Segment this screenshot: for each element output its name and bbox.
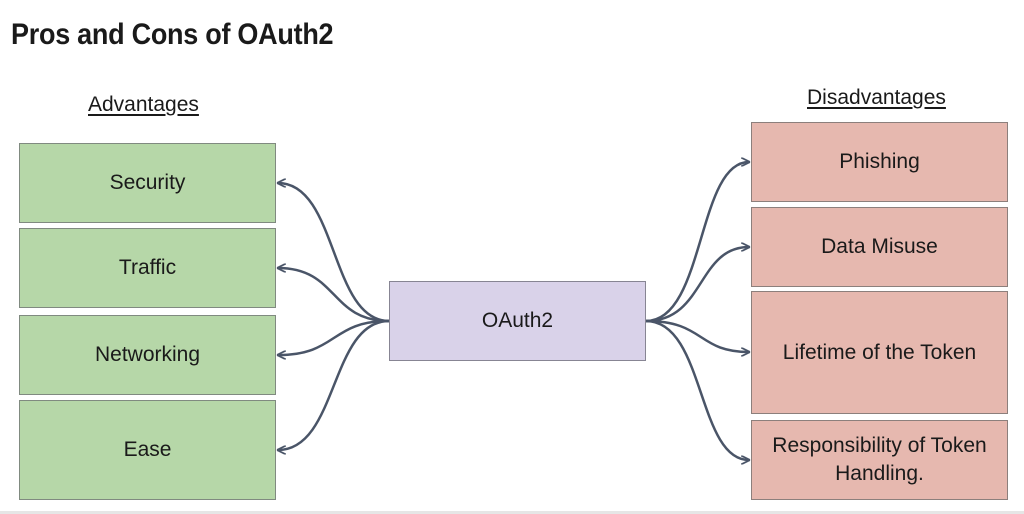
advantage-label: Traffic	[118, 256, 177, 279]
advantage-box-security: Security	[19, 143, 276, 223]
disadvantage-label: Data Misuse	[821, 235, 938, 258]
connector-networking	[276, 319, 391, 355]
connector-token-lifetime	[644, 319, 751, 352]
disadvantage-label: Lifetime of the Token	[782, 340, 977, 364]
advantage-box-ease: Ease	[19, 400, 276, 500]
center-label: OAuth2	[481, 309, 554, 332]
advantage-label: Ease	[123, 438, 172, 461]
connector-ease	[276, 319, 391, 450]
disadvantage-box-data-misuse: Data Misuse	[751, 207, 1008, 287]
connector-security	[276, 183, 391, 323]
advantage-box-traffic: Traffic	[19, 228, 276, 308]
disadvantage-label: Responsibility of Token Handling.	[772, 434, 987, 485]
disadvantage-box-token-handling: Responsibility of Token Handling.	[751, 420, 1008, 500]
advantage-label: Security	[109, 171, 186, 194]
disadvantages-heading: Disadvantages	[807, 86, 946, 109]
connector-token-handling	[644, 319, 751, 460]
connector-traffic	[276, 268, 391, 323]
bottom-divider	[0, 511, 1024, 514]
advantages-heading: Advantages	[88, 93, 199, 116]
advantage-box-networking: Networking	[19, 315, 276, 395]
advantage-label: Networking	[94, 343, 201, 366]
page-title: Pros and Cons of OAuth2	[11, 18, 334, 51]
oauth2-center-box: OAuth2	[389, 281, 646, 361]
connector-data-misuse	[644, 247, 751, 323]
disadvantage-box-token-lifetime: Lifetime of the Token	[751, 291, 1008, 414]
connector-phishing	[644, 162, 751, 323]
disadvantage-box-phishing: Phishing	[751, 122, 1008, 202]
disadvantage-label: Phishing	[839, 150, 920, 173]
